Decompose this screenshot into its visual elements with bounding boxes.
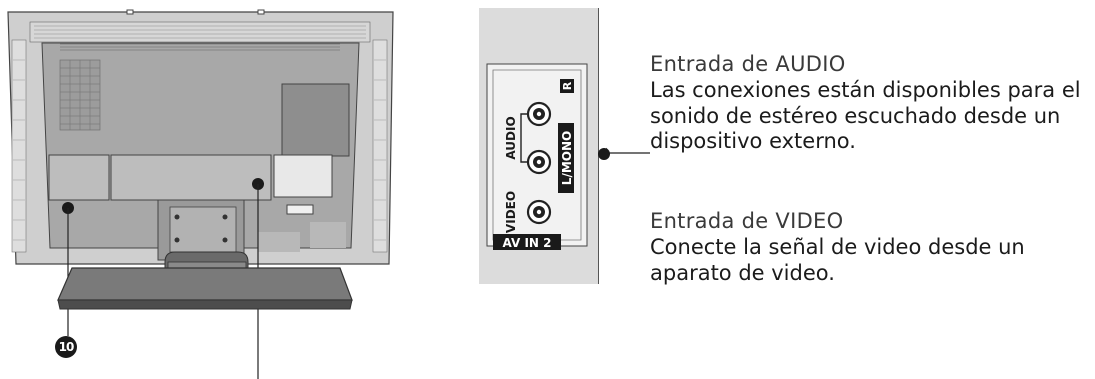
audio-input-text-line-2: sonido de estéreo escuchado desde un — [650, 103, 1061, 128]
video-input-description: Entrada de VIDEO Conecte la señal de vid… — [650, 208, 1095, 286]
tv-rear-illustration — [7, 9, 394, 379]
av-in-2-jack-diagram: R L/MONO AUDIO VIDEO AV IN 2 — [486, 63, 588, 250]
video-input-text-line-1: Conecte la señal de video desde un — [650, 235, 1025, 259]
video-input-text-line-2: aparato de video. — [650, 260, 835, 285]
connector-dot — [598, 148, 610, 160]
r-channel-label: R — [561, 81, 574, 90]
av-in-2-label: AV IN 2 — [503, 236, 552, 250]
audio-input-text-line-1: Las conexiones están disponibles para el — [650, 78, 1081, 102]
av-in-2-panel: R L/MONO AUDIO VIDEO AV IN 2 — [479, 8, 599, 284]
video-input-title: Entrada de VIDEO — [650, 209, 844, 233]
audio-input-title: Entrada de AUDIO — [650, 52, 846, 76]
video-label: VIDEO — [504, 191, 518, 233]
description-callout-connector — [606, 147, 650, 159]
audio-label: AUDIO — [504, 116, 518, 159]
audio-input-description: Entrada de AUDIO Las conexiones están di… — [650, 51, 1095, 155]
callout-number-badge: 10 — [55, 336, 77, 358]
lmono-label: L/MONO — [560, 131, 574, 185]
audio-input-text-line-3: dispositivo externo. — [650, 129, 856, 153]
